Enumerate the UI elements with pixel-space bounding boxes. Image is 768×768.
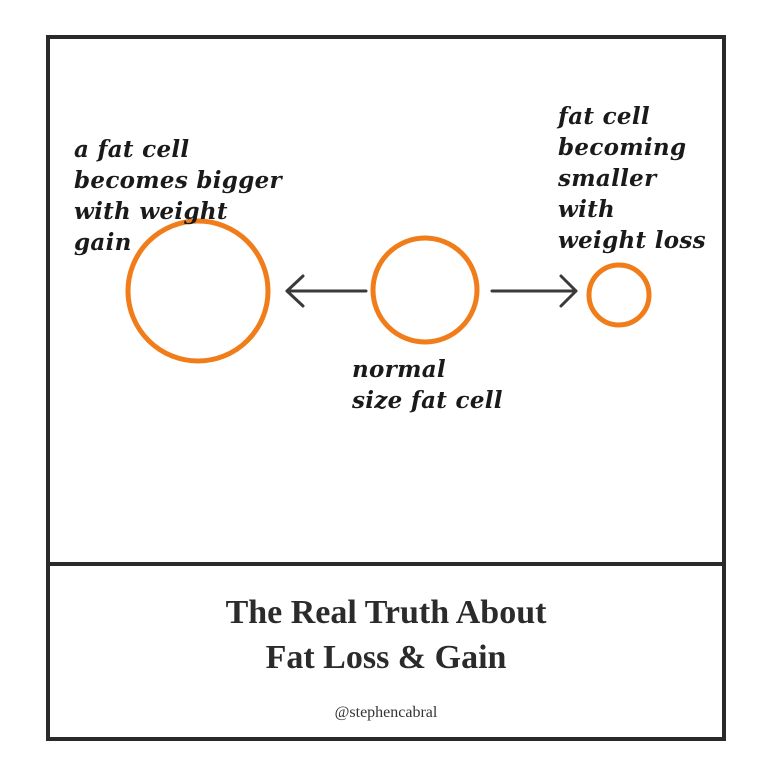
normal-fat-cell — [370, 235, 480, 345]
weight-gain-label: a fat cell becomes bigger with weight ga… — [74, 136, 282, 256]
normal-cell-label: normal size fat cell — [352, 356, 503, 414]
caption-title-line-1: The Real Truth About — [225, 594, 547, 631]
shrunken-fat-cell — [586, 262, 652, 328]
caption-divider — [46, 562, 726, 566]
enlarged-fat-cell — [125, 218, 271, 364]
caption-title-line-2: Fat Loss & Gain — [265, 639, 507, 676]
image-frame — [46, 35, 726, 741]
arrow-to-gain — [285, 274, 368, 308]
author-handle: @stephencabral — [334, 704, 438, 721]
caption-title: The Real Truth About Fat Loss & Gain — [46, 590, 726, 680]
weight-loss-label: fat cell becoming smaller with weight lo… — [558, 103, 706, 254]
arrow-to-loss — [490, 274, 578, 308]
